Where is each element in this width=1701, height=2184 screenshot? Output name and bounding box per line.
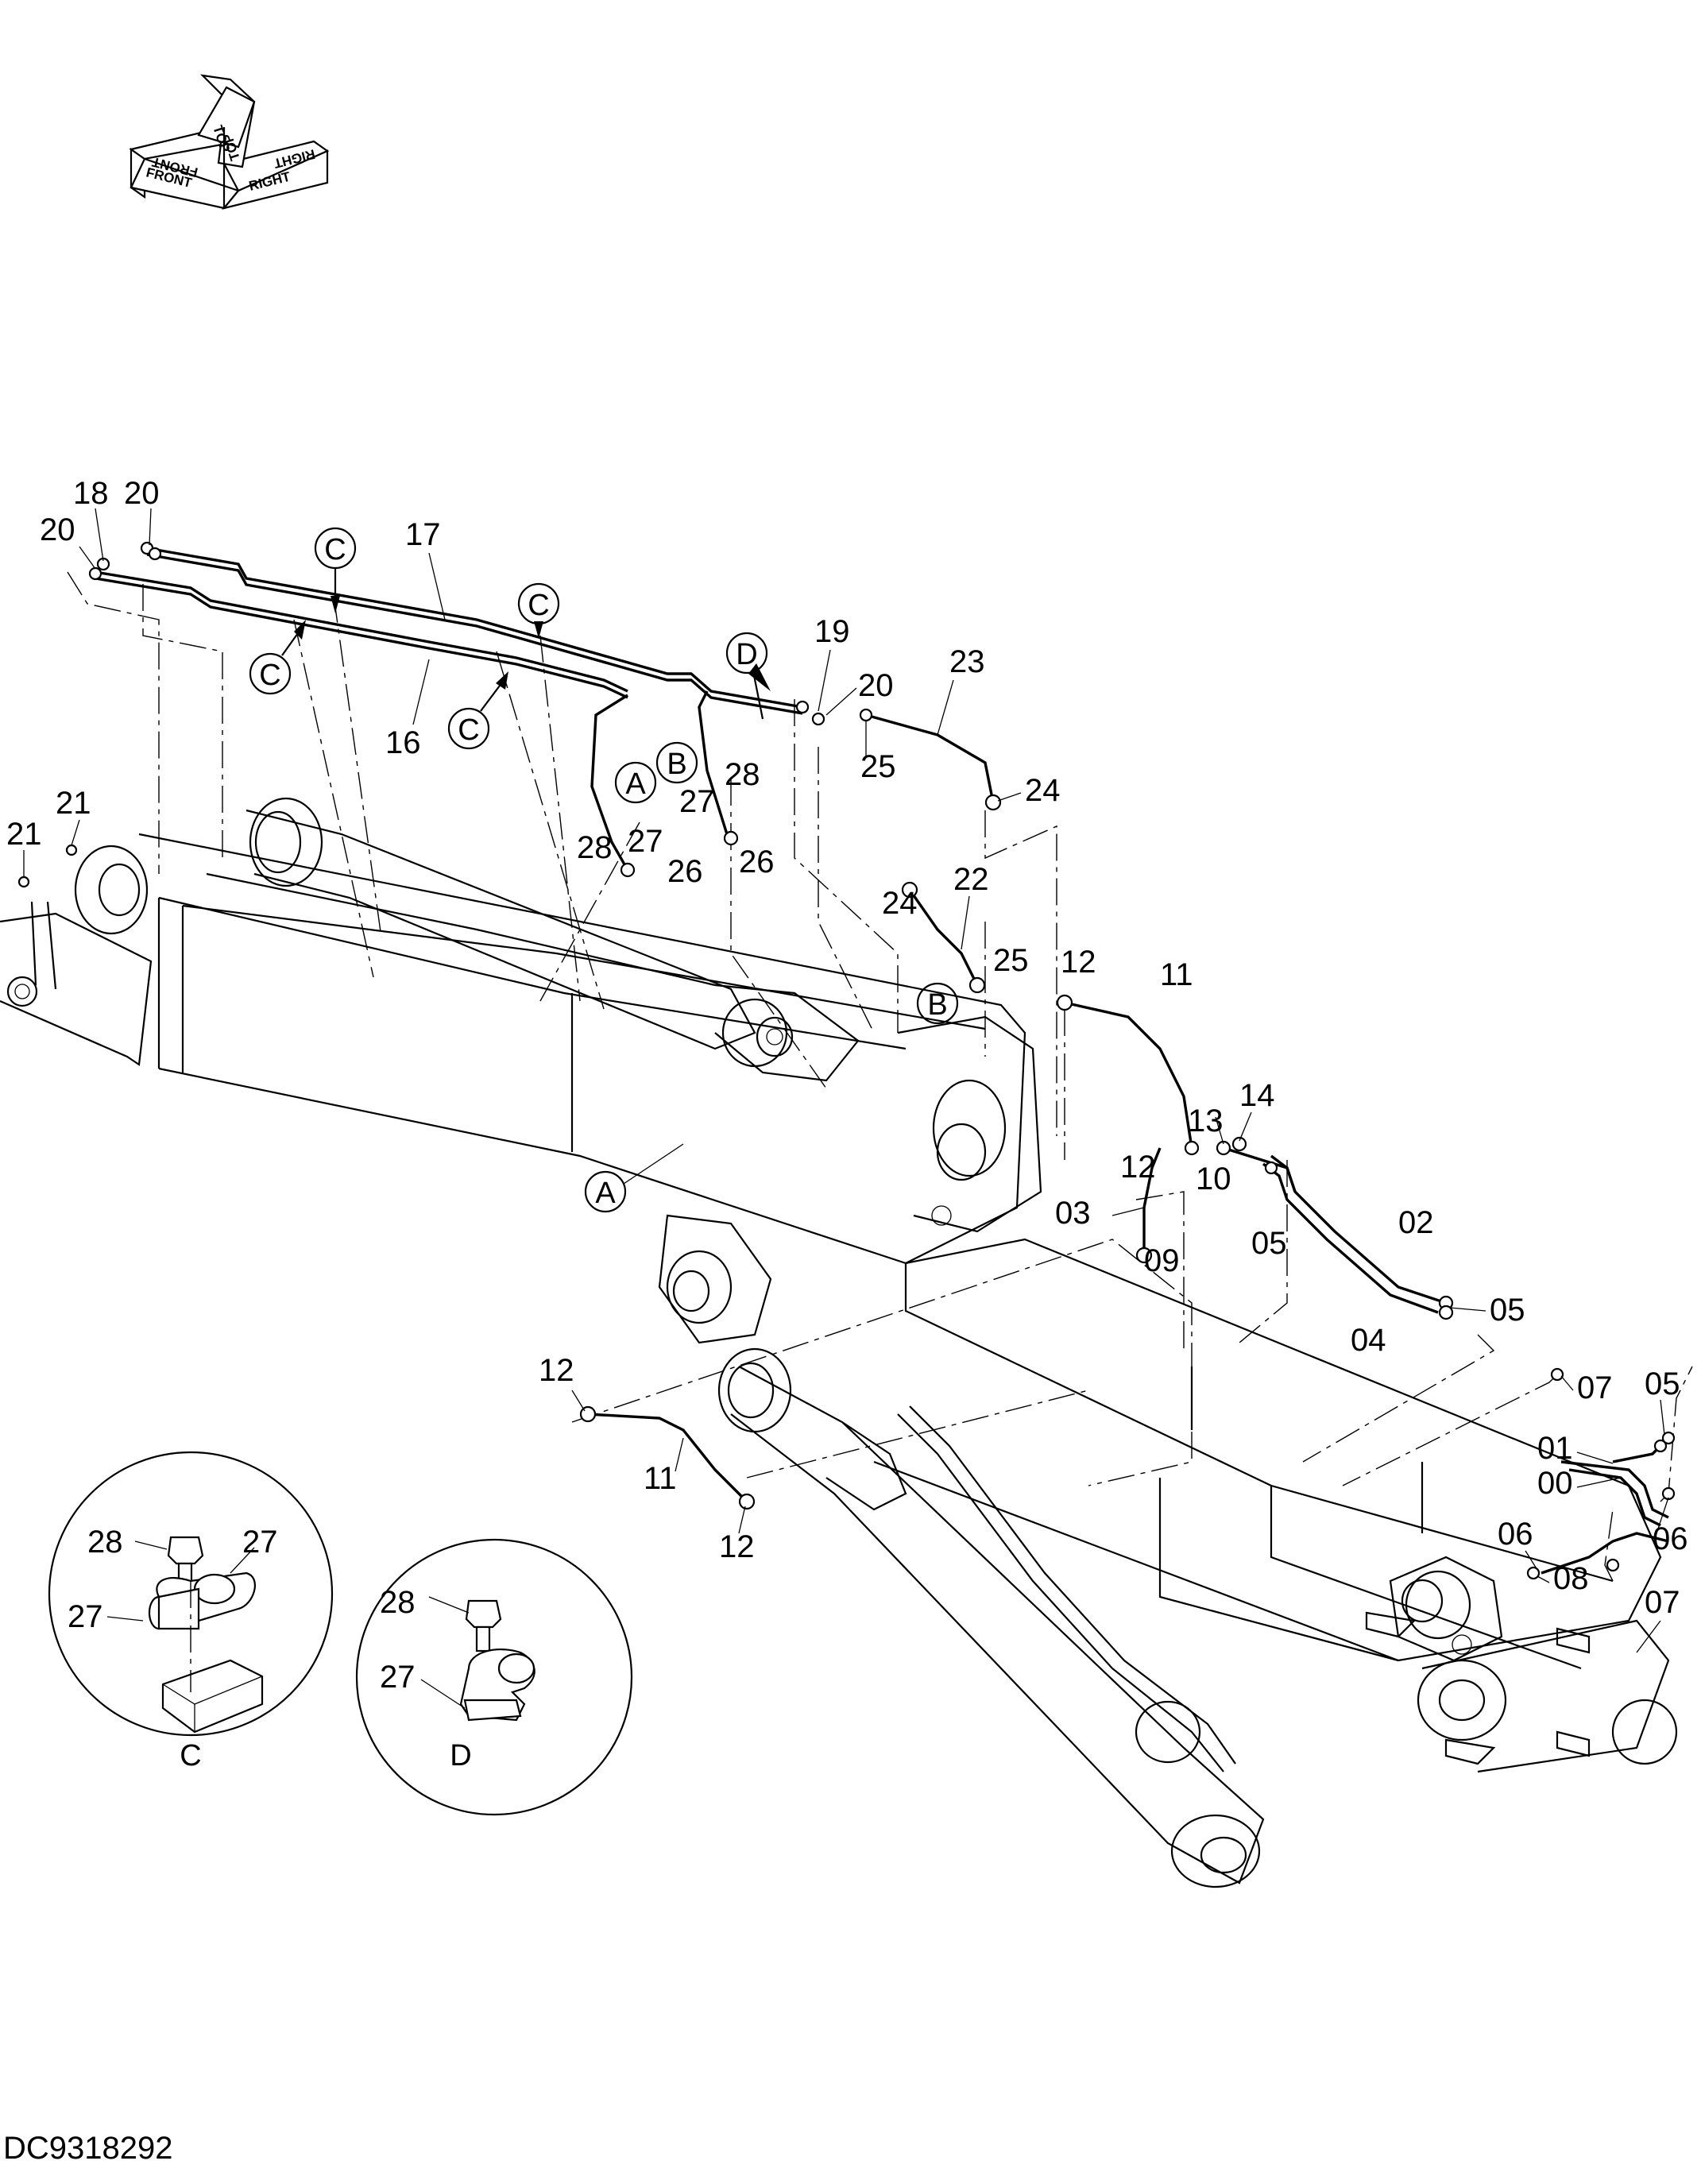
label-17: 17 <box>405 517 441 552</box>
label-04: 04 <box>1351 1323 1386 1358</box>
label-06-a: 06 <box>1498 1517 1533 1552</box>
label-11-b: 11 <box>644 1461 677 1496</box>
detail-d-label-27: 27 <box>380 1660 416 1695</box>
document-id: DC9318292 <box>3 2131 173 2166</box>
label-12-c: 12 <box>539 1353 574 1388</box>
label-13: 13 <box>1188 1104 1224 1138</box>
detail-view-d <box>355 1538 633 1816</box>
ref-c-label-1: C <box>324 533 346 566</box>
label-10: 10 <box>1196 1162 1231 1196</box>
detail-view-c <box>48 1451 334 1737</box>
label-12-a: 12 <box>1061 945 1096 980</box>
fittings <box>17 541 1676 1580</box>
boom-structure <box>0 797 1678 1888</box>
ref-c-label-3: C <box>528 589 549 622</box>
detail-c-label-27-a: 27 <box>242 1525 278 1560</box>
label-25-b: 25 <box>993 943 1029 978</box>
label-07-b: 07 <box>1645 1585 1680 1620</box>
label-00: 00 <box>1537 1466 1573 1501</box>
hose-pipes <box>95 547 1670 1575</box>
label-06-b: 06 <box>1653 1521 1688 1556</box>
label-05-a: 05 <box>1251 1226 1287 1261</box>
ref-b-label-2: B <box>927 988 947 1022</box>
orientation-compass: FRONT FRONT TOP TOP RIGHT RIGHT <box>129 74 330 210</box>
label-27-a: 27 <box>679 784 715 819</box>
detail-c-caption: C <box>180 1739 201 1772</box>
detail-d-label-28: 28 <box>380 1585 416 1620</box>
label-22: 22 <box>953 862 989 897</box>
detail-c-label-28: 28 <box>87 1525 123 1560</box>
label-20-c: 20 <box>858 668 894 703</box>
label-20-a: 20 <box>124 476 160 511</box>
ref-d-label: D <box>736 638 757 671</box>
label-24-b: 24 <box>882 886 918 921</box>
label-14: 14 <box>1239 1078 1275 1113</box>
label-24-a: 24 <box>1025 773 1061 808</box>
label-02: 02 <box>1398 1205 1434 1240</box>
label-27-b: 27 <box>628 824 663 859</box>
label-23: 23 <box>949 644 985 679</box>
ref-a-label-1: A <box>625 767 646 801</box>
label-26-b: 26 <box>739 845 775 879</box>
leader-lines <box>67 571 1693 1582</box>
detail-c-label-27-b: 27 <box>68 1599 103 1634</box>
label-28-a: 28 <box>725 757 760 792</box>
detail-d-caption: D <box>450 1739 471 1772</box>
label-08: 08 <box>1553 1561 1589 1596</box>
label-16: 16 <box>385 725 421 760</box>
ref-b-label-1: B <box>667 748 686 781</box>
label-05-c: 05 <box>1645 1366 1680 1401</box>
label-21-a: 21 <box>56 786 91 821</box>
label-05-b: 05 <box>1490 1293 1525 1328</box>
label-12-d: 12 <box>719 1529 755 1564</box>
label-03: 03 <box>1055 1196 1091 1231</box>
label-26-a: 26 <box>667 854 703 889</box>
label-11-a: 11 <box>1160 957 1193 992</box>
label-leaders <box>23 508 1669 1653</box>
ref-c-label-4: C <box>458 713 479 747</box>
label-19: 19 <box>814 614 850 649</box>
label-20-b: 20 <box>40 512 75 547</box>
label-18: 18 <box>73 476 109 511</box>
reference-circles <box>249 527 959 1213</box>
part-labels: C C C C D A B B A C D 18 20 20 17 16 19 … <box>6 476 1688 1772</box>
label-12-b: 12 <box>1120 1150 1156 1185</box>
ref-c-label-2: C <box>259 659 280 692</box>
label-07-a: 07 <box>1577 1370 1613 1405</box>
ref-a-label-2: A <box>595 1177 616 1210</box>
label-01: 01 <box>1537 1431 1573 1466</box>
label-21-b: 21 <box>6 817 42 852</box>
label-09: 09 <box>1144 1243 1180 1278</box>
label-28-b: 28 <box>577 830 613 865</box>
